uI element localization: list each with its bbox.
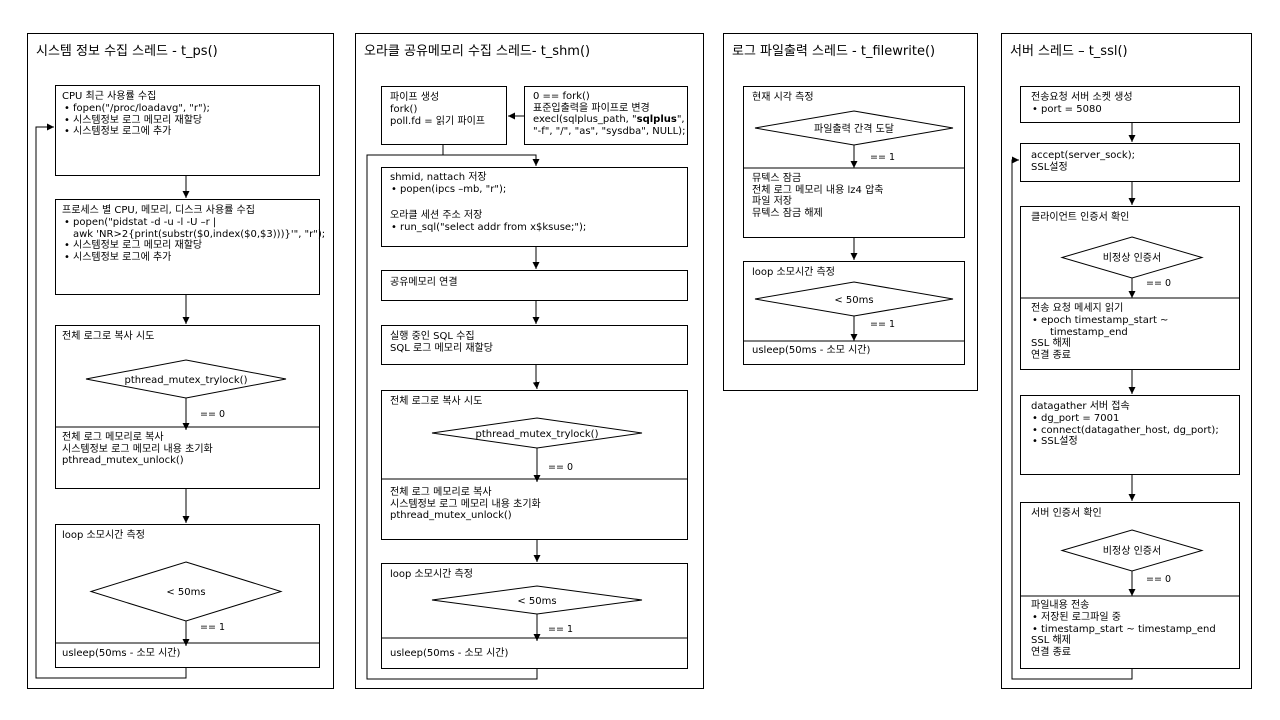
lane-t-filewrite: 로그 파일출력 스레드 - t_filewrite(): [723, 33, 978, 391]
client-cert-box: 클라이언트 인증서 확인 전송 요청 메세지 읽기 epoch timestam…: [1020, 206, 1240, 370]
server-socket-box: 전송요청 서버 소켓 생성 port = 5080: [1020, 86, 1240, 123]
box-item: port = 5080: [1032, 104, 1102, 116]
mutex-line: 파일 저장: [752, 196, 792, 207]
box-item: fopen("/proc/loadavg", "r");: [64, 103, 210, 115]
box-title: 현재 시각 측정: [752, 92, 814, 103]
req-line: SSL 해제: [1031, 338, 1071, 349]
loop-time-box: loop 소모시간 측정 usleep(50ms - 소모 시간): [743, 261, 965, 365]
box-item: SSL설정: [1032, 436, 1078, 448]
lane-title: 서버 스레드 – t_ssl(): [1010, 44, 1128, 59]
lane-t-ps: 시스템 정보 수집 스레드 - t_ps(): [27, 33, 334, 689]
pipe-create-box: 파이프 생성 fork() poll.fd = 읽기 파이프: [381, 86, 507, 145]
fork-line: 0 == fork(): [533, 91, 590, 102]
send-item: 저장된 로그파일 중: [1032, 612, 1121, 624]
copy-attempt-box: 전체 로그로 복사 시도 전체 로그 메모리로 복사 시스템정보 로그 메모리 …: [381, 390, 688, 540]
box-title: loop 소모시간 측정: [62, 530, 145, 541]
server-cert-box: 서버 인증서 확인 파일내용 전송 저장된 로그파일 중 timestamp_s…: [1020, 502, 1240, 669]
execl-bold: sqlplus: [636, 114, 677, 125]
usleep-text: usleep(50ms - 소모 시간): [62, 648, 181, 659]
process-usage-box: 프로세스 별 CPU, 메모리, 디스크 사용률 수집 popen("pidst…: [55, 199, 325, 295]
accept-box: accept(server_sock); SSL설정: [1020, 143, 1240, 182]
copy-line: 전체 로그 메모리로 복사: [62, 432, 164, 443]
box-title: CPU 최근 사용률 수집: [62, 91, 157, 102]
execl-post: ",: [676, 114, 685, 125]
box-item: connect(datagather_host, dg_port);: [1032, 425, 1219, 437]
send-line: 연결 종료: [1031, 646, 1071, 658]
lane-title: 시스템 정보 수집 스레드 - t_ps(): [36, 44, 218, 59]
loop-time-box: loop 소모시간 측정 usleep(50ms - 소모 시간): [55, 524, 320, 668]
copy-line: 시스템정보 로그 메모리 내용 초기화: [390, 498, 541, 510]
req-title: 전송 요청 메세지 읽기: [1031, 303, 1124, 314]
copy-line: 시스템정보 로그 메모리 내용 초기화: [62, 443, 213, 455]
accept-line: accept(server_sock);: [1031, 150, 1135, 161]
box-title: 클라이언트 인증서 확인: [1031, 212, 1130, 223]
box-title: loop 소모시간 측정: [752, 267, 835, 278]
req-line: 연결 종료: [1031, 349, 1071, 361]
pipe-line: 파이프 생성: [390, 92, 440, 103]
box-item: run_sql("select addr from x$ksuse;");: [391, 222, 586, 234]
copy-line: pthread_mutex_unlock(): [390, 510, 512, 521]
box-item: popen(ipcs –mb, "r");: [391, 184, 506, 196]
box-title: 프로세스 별 CPU, 메모리, 디스크 사용률 수집: [62, 205, 255, 216]
loop-time-box: loop 소모시간 측정 usleep(50ms - 소모 시간): [381, 563, 688, 669]
sql-collect-box: 실행 중인 SQL 수집 SQL 로그 메모리 재할당: [381, 325, 688, 365]
execl-line-2: "-f", "/", "as", "sysdba", NULL);: [533, 125, 686, 137]
send-title: 파일내용 전송: [1031, 600, 1090, 611]
fork-line: 표준입출력을 파이프로 변경: [533, 102, 650, 114]
execl-line: execl(sqlplus_path, "sqlplus",: [533, 114, 685, 126]
lane-title: 로그 파일출력 스레드 - t_filewrite(): [732, 44, 936, 59]
box-item: 시스템정보 로그 메모리 재할당: [64, 240, 202, 252]
sql-line: 실행 중인 SQL 수집: [390, 331, 475, 342]
copy-line: 전체 로그 메모리로 복사: [390, 487, 492, 498]
copy-line: pthread_mutex_unlock(): [62, 455, 184, 466]
box-item: dg_port = 7001: [1032, 413, 1119, 425]
req-item-cont: timestamp_end: [1050, 326, 1128, 338]
datagather-box: datagather 서버 접속 dg_port = 7001 connect(…: [1020, 395, 1240, 475]
pipe-line: fork(): [390, 104, 418, 115]
lane-t-ssl: 서버 스레드 – t_ssl(): [1001, 33, 1252, 689]
box-title: 전체 로그로 복사 시도: [390, 396, 483, 407]
sql-line: SQL 로그 메모리 재할당: [390, 343, 493, 354]
usleep-text: usleep(50ms - 소모 시간): [752, 345, 871, 356]
box-title: 전체 로그로 복사 시도: [62, 331, 155, 342]
copy-attempt-box: 전체 로그로 복사 시도 전체 로그 메모리로 복사 시스템정보 로그 메모리 …: [55, 325, 320, 489]
box-title: 오라클 세션 주소 저장: [390, 210, 483, 221]
fork-child-box: 0 == fork() 표준입출력을 파이프로 변경 execl(sqlplus…: [524, 86, 688, 145]
lane-title: 오라클 공유메모리 수집 스레드- t_shm(): [364, 44, 591, 59]
send-item: timestamp_start ~ timestamp_end: [1032, 624, 1216, 636]
box-title: 서버 인증서 확인: [1031, 508, 1102, 519]
shm-attach-box: 공유메모리 연결: [381, 270, 688, 301]
current-time-box: 현재 시각 측정 뮤텍스 잠금 전체 로그 메모리 내용 lz4 압축 파일 저…: [743, 86, 965, 238]
box-title: 전송요청 서버 소켓 생성: [1031, 92, 1133, 103]
pipe-line: poll.fd = 읽기 파이프: [390, 116, 485, 127]
mutex-line: 뮤텍스 잠금 해제: [752, 207, 823, 219]
box-title: datagather 서버 접속: [1031, 401, 1130, 412]
box-item-cont: awk 'NR>2{print(substr($0,index($0,$3)))…: [73, 228, 326, 240]
box-title: 공유메모리 연결: [390, 277, 458, 288]
mutex-line: 뮤텍스 잠금: [752, 173, 802, 184]
lane-t-shm: 오라클 공유메모리 수집 스레드- t_shm(): [355, 33, 704, 689]
box-item: 시스템정보 로그 메모리 재할당: [64, 115, 202, 127]
usleep-text: usleep(50ms - 소모 시간): [390, 648, 509, 659]
send-line: SSL 해제: [1031, 635, 1071, 646]
cpu-usage-box: CPU 최근 사용률 수집 fopen("/proc/loadavg", "r"…: [55, 85, 320, 176]
shmid-box: shmid, nattach 저장 popen(ipcs –mb, "r"); …: [381, 167, 688, 247]
box-item: 시스템정보 로그에 추가: [64, 252, 171, 264]
box-item: 시스템정보 로그에 추가: [64, 126, 171, 138]
box-title: loop 소모시간 측정: [390, 569, 473, 580]
execl-pre: execl(sqlplus_path, ": [533, 114, 637, 125]
box-item: popen("pidstat -d -u -l -U –r |: [64, 217, 216, 229]
req-item: epoch timestamp_start ~: [1032, 315, 1168, 327]
box-title: shmid, nattach 저장: [390, 172, 487, 183]
mutex-line: 전체 로그 메모리 내용 lz4 압축: [752, 184, 884, 196]
accept-line: SSL설정: [1031, 162, 1068, 173]
